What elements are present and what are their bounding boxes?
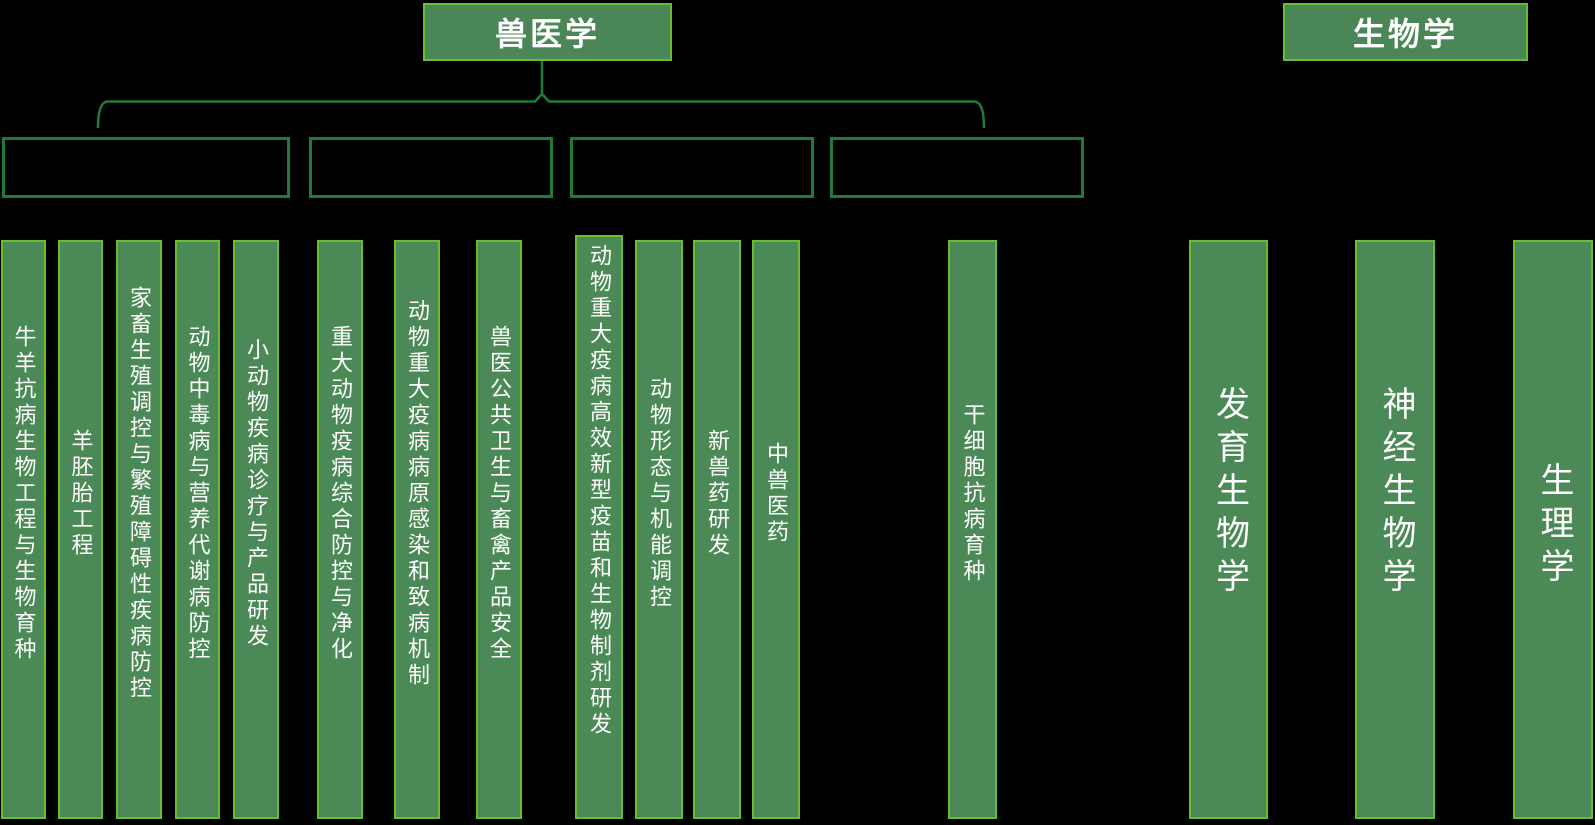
branch-bar-13: 干细胞抗病育种 xyxy=(948,240,997,819)
category-box-3 xyxy=(570,137,814,198)
bar-label: 羊胚胎工程 xyxy=(68,428,94,559)
bar-label: 家畜生殖调控与繁殖障碍性疾病防控 xyxy=(127,285,152,702)
branch-bar-8: 兽医公共卫生与畜禽产品安全 xyxy=(476,240,522,819)
branch-bar-4: 动物中毒病与营养代谢病防控 xyxy=(175,240,220,819)
root-box-biology: 生物学 xyxy=(1283,3,1528,61)
branch-bar-7: 动物重大疫病病原感染和致病机制 xyxy=(394,240,440,819)
category-box-4 xyxy=(830,137,1084,198)
branch-bar-12: 中兽医药 xyxy=(752,240,800,819)
category-box-2 xyxy=(309,137,553,198)
bar-label: 新兽药研发 xyxy=(705,428,730,559)
branch-bar-5: 小动物疾病诊疗与产品研发 xyxy=(233,240,279,819)
root-box-veterinary: 兽医学 xyxy=(423,3,672,61)
branch-bar-6: 重大动物疫病综合防控与净化 xyxy=(317,240,363,819)
bar-label: 牛羊抗病生物工程与生物育种 xyxy=(11,324,37,663)
branch-bar-15: 神经生物学 xyxy=(1355,240,1435,819)
branch-bar-16: 生理学 xyxy=(1513,240,1593,819)
branch-bar-10: 动物形态与机能调控 xyxy=(635,240,683,819)
branch-bar-2: 羊胚胎工程 xyxy=(58,240,103,819)
bar-label: 发育生物学 xyxy=(1210,386,1248,601)
root-box-veterinary-label: 兽医学 xyxy=(494,16,600,52)
bar-label: 生理学 xyxy=(1535,462,1572,591)
bar-label: 小动物疾病诊疗与产品研发 xyxy=(244,337,269,650)
branch-bar-9: 动物重大疫病高效新型疫苗和生物制剂研发 xyxy=(575,235,623,819)
bar-label: 兽医公共卫生与畜禽产品安全 xyxy=(487,324,512,663)
bar-label: 中兽医药 xyxy=(764,441,789,546)
bar-label: 动物形态与机能调控 xyxy=(647,376,672,611)
category-box-1 xyxy=(2,137,290,198)
bar-label: 重大动物疫病综合防控与净化 xyxy=(328,324,353,663)
bar-label: 动物重大疫病病原感染和致病机制 xyxy=(405,298,430,689)
root-box-biology-label: 生物学 xyxy=(1352,16,1458,52)
bar-label: 神经生物学 xyxy=(1377,386,1414,601)
bar-label: 动物重大疫病高效新型疫苗和生物制剂研发 xyxy=(587,244,612,738)
bar-label: 干细胞抗病育种 xyxy=(960,402,986,585)
branch-bar-14: 发育生物学 xyxy=(1189,240,1268,819)
branch-bar-1: 牛羊抗病生物工程与生物育种 xyxy=(1,240,46,819)
branch-bar-11: 新兽药研发 xyxy=(693,240,741,819)
branch-bar-3: 家畜生殖调控与繁殖障碍性疾病防控 xyxy=(116,240,162,819)
bar-label: 动物中毒病与营养代谢病防控 xyxy=(185,324,211,663)
